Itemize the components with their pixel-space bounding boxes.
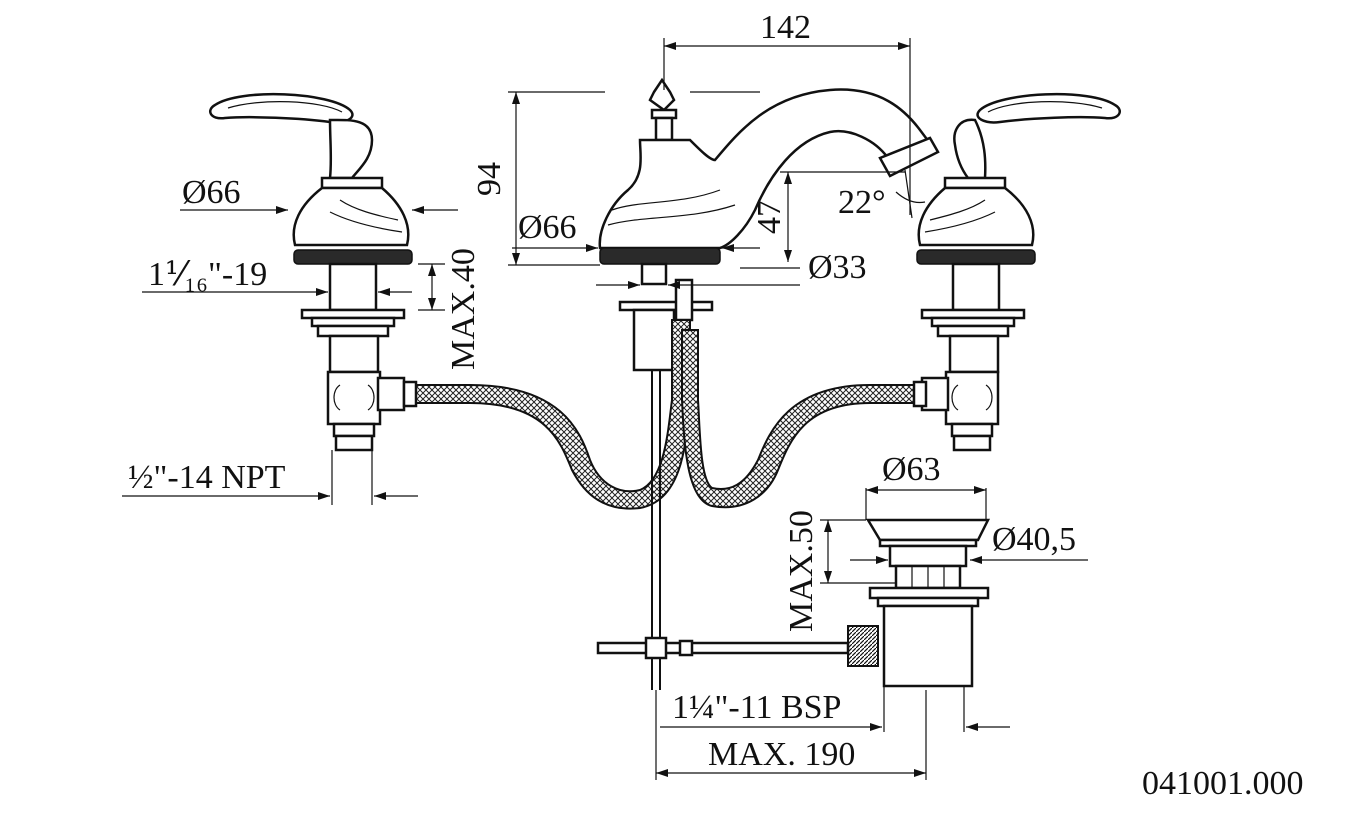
dimension-labels: 142 94 47 22° Ø66 Ø66 Ø33 1⅟₁₆"-19 MAX.4… [128, 9, 1304, 802]
label-supply-thread: ½"-14 NPT [128, 459, 286, 496]
pop-up-drain [596, 518, 991, 688]
label-max-190: MAX. 190 [708, 736, 855, 773]
spout [598, 77, 940, 372]
label-left-dia-66: Ø66 [182, 174, 241, 211]
label-142: 142 [760, 9, 811, 46]
drawing-code: 041001.000 [1142, 765, 1304, 802]
label-22-degrees: 22° [838, 184, 886, 221]
right-handle-valve [916, 92, 1121, 452]
label-dia-63: Ø63 [882, 451, 941, 488]
left-handle-valve [209, 92, 413, 452]
label-94: 94 [471, 162, 508, 196]
label-drain-thread: 1¼"-11 BSP [672, 689, 841, 726]
label-handle-thread: 1⅟₁₆"-19 [148, 256, 267, 293]
dimension-lines [122, 38, 1088, 780]
label-max-50: MAX.50 [783, 510, 820, 632]
label-spout-dia-66: Ø66 [518, 209, 577, 246]
label-dia-40-5: Ø40,5 [992, 521, 1076, 558]
label-dia-33: Ø33 [808, 249, 867, 286]
label-max-40: MAX.40 [445, 248, 482, 370]
supply-hoses [376, 319, 950, 690]
label-47: 47 [751, 200, 788, 234]
